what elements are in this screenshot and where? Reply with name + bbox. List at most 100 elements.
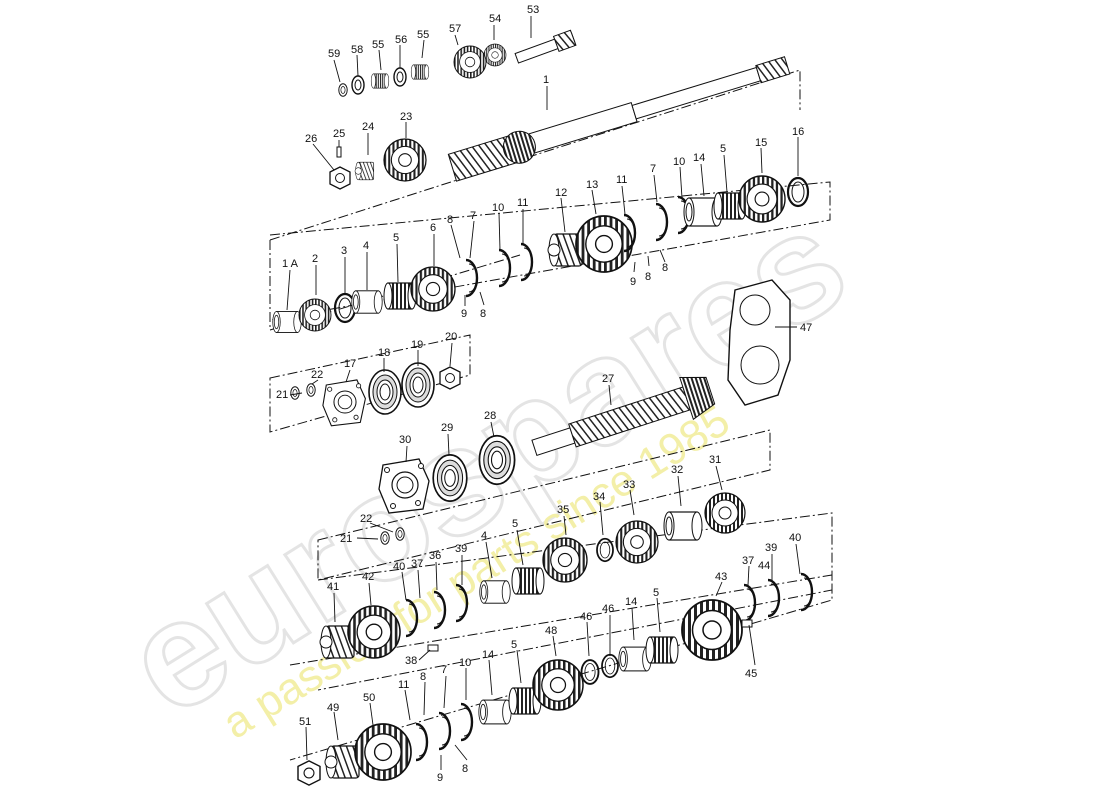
label-55: 55 bbox=[417, 29, 429, 41]
label-8: 8 bbox=[447, 214, 453, 226]
label-41: 41 bbox=[327, 581, 339, 593]
gear-23 bbox=[383, 138, 427, 182]
label-37b: 37 bbox=[742, 555, 754, 567]
label-19: 19 bbox=[411, 339, 423, 351]
label-6: 6 bbox=[430, 222, 436, 234]
label-40: 40 bbox=[393, 561, 405, 573]
label-55b: 55 bbox=[372, 39, 384, 51]
label-18: 18 bbox=[378, 347, 390, 359]
key-38 bbox=[427, 644, 439, 652]
label-32: 32 bbox=[671, 464, 683, 476]
label-35: 35 bbox=[557, 504, 569, 516]
label-2: 2 bbox=[312, 253, 318, 265]
gear-6 bbox=[410, 266, 456, 312]
label-42: 42 bbox=[362, 571, 374, 583]
gear-43 bbox=[681, 599, 743, 661]
label-30: 30 bbox=[399, 434, 411, 446]
synchro-ring-37b bbox=[742, 583, 757, 623]
bushing-4b bbox=[479, 580, 511, 604]
label-13: 13 bbox=[586, 179, 598, 191]
label-15: 15 bbox=[755, 137, 767, 149]
label-22b: 22 bbox=[360, 513, 372, 525]
label-11: 11 bbox=[517, 197, 528, 209]
label-12: 12 bbox=[555, 187, 567, 199]
label-31: 31 bbox=[709, 454, 721, 466]
bushing-4 bbox=[351, 290, 383, 314]
nut-26 bbox=[329, 166, 351, 190]
nut-21 bbox=[290, 386, 300, 400]
label-50: 50 bbox=[363, 692, 375, 704]
label-7b: 7 bbox=[650, 163, 656, 175]
label-14: 14 bbox=[693, 152, 705, 164]
label-37: 37 bbox=[411, 558, 423, 570]
label-34: 34 bbox=[593, 491, 605, 503]
needle-bearing-5c bbox=[511, 567, 545, 595]
label-11c: 11 bbox=[398, 679, 409, 691]
sliding-sleeve-13 bbox=[575, 215, 633, 273]
label-36: 36 bbox=[429, 550, 441, 562]
snap-ring-11c bbox=[414, 722, 429, 762]
synchro-ring-10 bbox=[497, 248, 512, 288]
synchro-hub-49 bbox=[324, 745, 360, 779]
label-46: 46 bbox=[602, 603, 614, 615]
label-9: 9 bbox=[461, 308, 467, 320]
gear-54 bbox=[483, 43, 507, 67]
label-39b: 39 bbox=[765, 542, 777, 554]
nut-51 bbox=[297, 760, 321, 786]
label-46b: 46 bbox=[580, 611, 592, 623]
label-5d: 5 bbox=[511, 639, 517, 651]
washer-56 bbox=[393, 67, 407, 87]
label-8d: 8 bbox=[480, 308, 486, 320]
label-23: 23 bbox=[400, 111, 412, 123]
label-29: 29 bbox=[441, 422, 453, 434]
needle-bearing-55b bbox=[370, 73, 390, 89]
synchro-hub-24 bbox=[354, 161, 375, 181]
label-38: 38 bbox=[405, 655, 417, 667]
label-17: 17 bbox=[344, 358, 356, 370]
needle-bearing-55a bbox=[410, 64, 430, 80]
pinion-shaft-27 bbox=[531, 376, 716, 457]
gear-48 bbox=[532, 659, 584, 711]
nut-20 bbox=[439, 366, 461, 390]
label-8c: 8 bbox=[645, 271, 651, 283]
label-21b: 21 bbox=[340, 533, 352, 545]
bearing-29 bbox=[432, 454, 468, 502]
label-47: 47 bbox=[800, 322, 812, 334]
spacer-34 bbox=[596, 537, 614, 563]
bracket-row1 bbox=[269, 181, 831, 321]
label-5e: 5 bbox=[653, 587, 659, 599]
label-43: 43 bbox=[715, 571, 727, 583]
gasket-47 bbox=[727, 279, 791, 406]
bearing-28 bbox=[478, 434, 516, 486]
label-3: 3 bbox=[341, 245, 347, 257]
label-48: 48 bbox=[545, 625, 557, 637]
label-57: 57 bbox=[449, 23, 461, 35]
gear-50 bbox=[354, 723, 412, 781]
top-parts bbox=[338, 29, 577, 97]
label-58: 58 bbox=[351, 44, 363, 56]
label-28: 28 bbox=[484, 410, 496, 422]
label-27: 27 bbox=[602, 373, 614, 385]
row-4-parts bbox=[319, 567, 814, 661]
label-9c: 9 bbox=[437, 772, 443, 784]
label-10: 10 bbox=[492, 202, 504, 214]
gear-15 bbox=[738, 175, 786, 223]
label-45: 45 bbox=[745, 668, 757, 680]
label-4: 4 bbox=[363, 240, 369, 252]
label-44: 44 bbox=[758, 560, 770, 572]
part-labels: 53 54 57 55 56 55 58 59 1 23 24 25 26 15… bbox=[276, 4, 812, 784]
label-8e: 8 bbox=[420, 671, 426, 683]
label-4b: 4 bbox=[481, 530, 487, 542]
flange-17 bbox=[322, 379, 366, 427]
bearing-18 bbox=[368, 369, 402, 415]
washer-22 bbox=[306, 383, 316, 397]
label-8b: 8 bbox=[662, 262, 668, 274]
bracket-flange-left bbox=[269, 334, 471, 433]
label-49: 49 bbox=[327, 702, 339, 714]
bearing-19 bbox=[401, 362, 435, 408]
label-59: 59 bbox=[328, 48, 340, 60]
label-1a: 1 A bbox=[282, 258, 299, 270]
synchro-ring-7b bbox=[654, 202, 669, 242]
